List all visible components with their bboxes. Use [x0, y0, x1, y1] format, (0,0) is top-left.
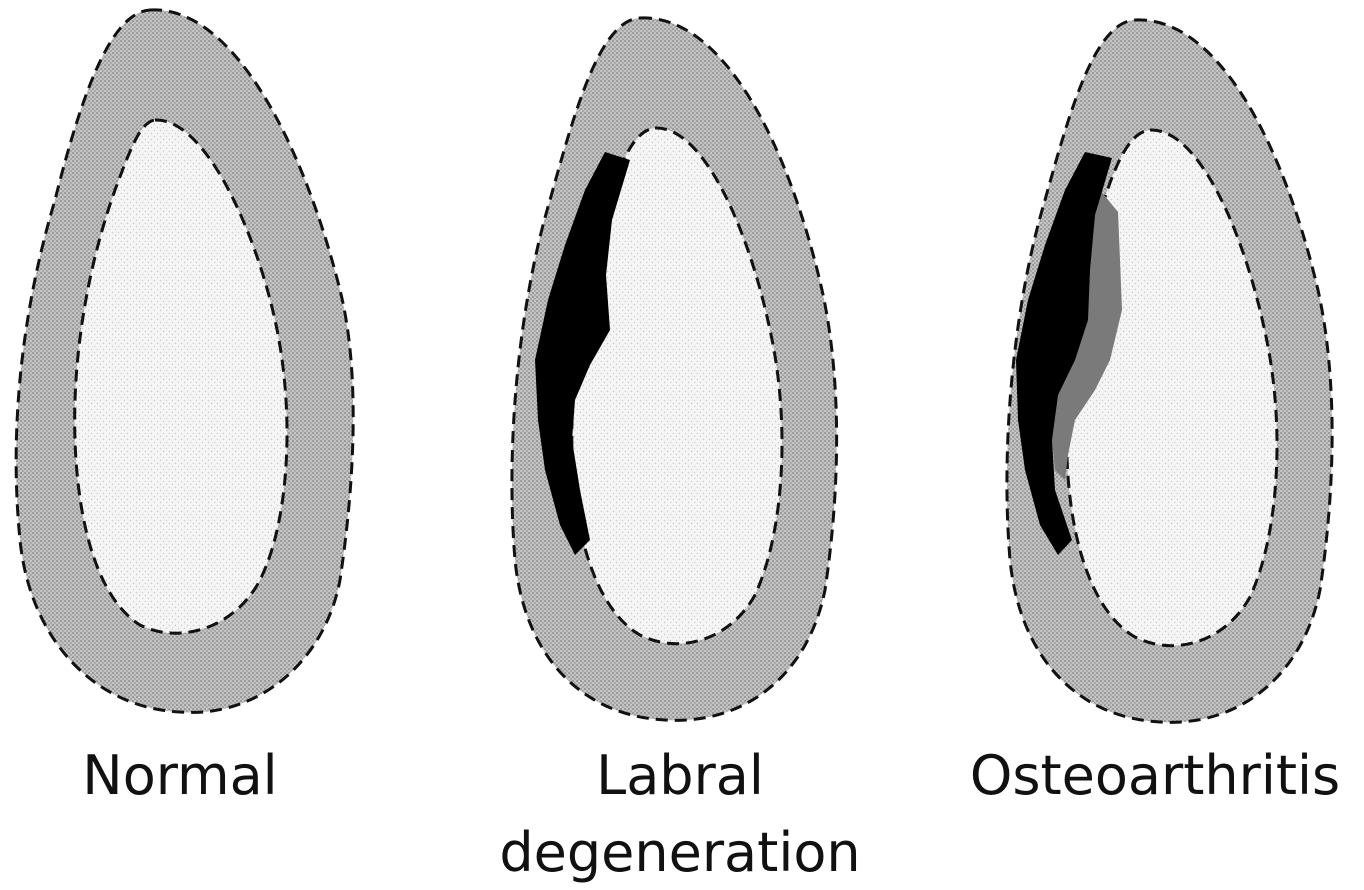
label-labral-line2: degeneration: [470, 822, 890, 884]
label-normal: Normal: [30, 745, 330, 807]
label-labral-line1: Labral: [520, 745, 840, 807]
panel-osteoarthritis: [1007, 20, 1332, 722]
panel-labral-degeneration: [512, 18, 837, 720]
label-osteoarthritis: Osteoarthritis: [960, 745, 1350, 807]
panel-normal: [16, 10, 353, 713]
